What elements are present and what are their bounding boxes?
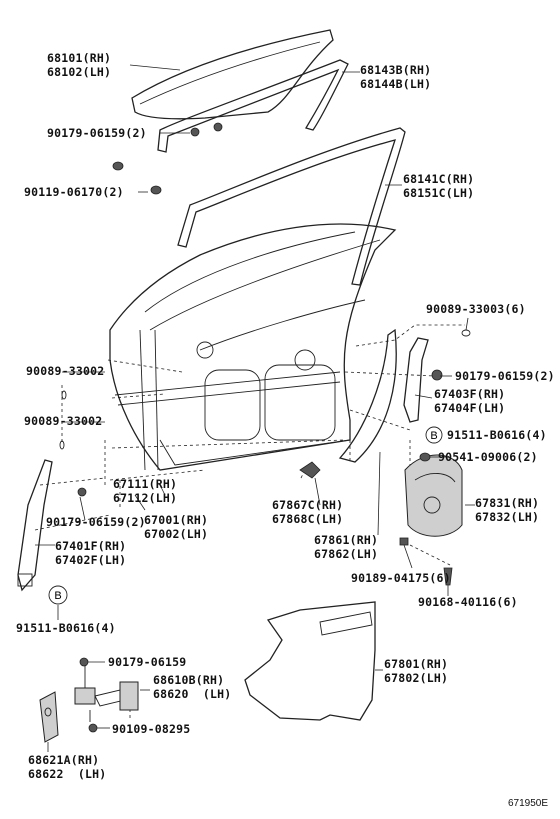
label-68101-68102: 68101(RH) 68102(LH) — [47, 51, 112, 79]
label-90089-33003: 90089-33003(6) — [426, 302, 526, 316]
channel-67401F — [17, 459, 53, 592]
label-90179-06159-2-right: 90179-06159(2) — [455, 369, 555, 383]
label-90109-08295: 90109-08295 — [112, 722, 191, 736]
cover-68621A — [39, 691, 59, 743]
trim-board-67801 — [244, 601, 376, 721]
label-67801-67802: 67801(RH) 67802(LH) — [384, 657, 449, 685]
grommet-90089-33003 — [461, 329, 471, 337]
glass-run-68143B — [157, 59, 349, 153]
label-91511-B0616-right: 91511-B0616(4) — [447, 428, 547, 442]
weatherstrip-67861 — [338, 328, 397, 463]
inner-panel-67111 — [139, 329, 159, 471]
channel-67403F — [403, 337, 429, 423]
label-90089-33002-b: 90089-33002 — [24, 414, 103, 428]
clip-90179-06159-top — [190, 122, 223, 137]
bolt-90119-06170 — [112, 161, 162, 195]
clip-90179-06159-left — [77, 487, 87, 497]
label-68143B-68144B: 68143B(RH) 68144B(LH) — [360, 63, 432, 91]
label-67001-67002: 67001(RH) 67002(LH) — [144, 513, 209, 541]
screw-90189-04175 — [399, 537, 409, 546]
bolt-90179-06159-bottom — [79, 657, 89, 667]
bracket-67831 — [404, 454, 463, 537]
label-90168-40116: 90168-40116(6) — [418, 595, 518, 609]
label-90179-06159-2-top: 90179-06159(2) — [47, 126, 147, 140]
label-leader-lines — [35, 64, 475, 752]
label-90179-06159-bottom: 90179-06159 — [108, 655, 187, 669]
label-68141C-68151C: 68141C(RH) 68151C(LH) — [403, 172, 475, 200]
label-90179-06159-2-left: 90179-06159(2) — [46, 515, 146, 529]
door-glass-68101 — [131, 29, 334, 120]
screw-90168-40116 — [443, 567, 453, 586]
clip-67867C — [299, 461, 321, 479]
label-67861-67862: 67861(RH) 67862(LH) — [314, 533, 379, 561]
label-67831-67832: 67831(RH) 67832(LH) — [475, 496, 540, 524]
label-91511-B0616-left: 91511-B0616(4) — [16, 621, 116, 635]
label-67111-67112: 67111(RH) 67112(LH) — [113, 477, 178, 505]
label-90189-04175: 90189-04175(6) — [351, 571, 451, 585]
clip-90541-09006 — [419, 452, 431, 462]
label-67867C-67868C: 67867C(RH) 67868C(LH) — [272, 498, 344, 526]
label-67401F-67402F: 67401F(RH) 67402F(LH) — [55, 539, 127, 567]
bolt-90109-08295 — [88, 723, 98, 733]
label-90541-09006: 90541-09006(2) — [438, 450, 538, 464]
grommet-90089-33002 — [59, 390, 67, 450]
callout-B-right-letter: B — [430, 430, 437, 442]
catalog-number: 671950E — [507, 798, 548, 809]
callout-B-left — [48, 585, 68, 605]
clip-90179-06159-right — [431, 369, 443, 381]
label-68610B-68620: 68610B(RH) 68620 (LH) — [153, 673, 232, 701]
label-68621A-68622: 68621A(RH) 68622 (LH) — [28, 753, 107, 781]
callout-B-left-letter: B — [54, 590, 61, 602]
label-67403F-67404F: 67403F(RH) 67404F(LH) — [434, 387, 506, 415]
label-90119-06170: 90119-06170(2) — [24, 185, 124, 199]
weatherstrip-68141C — [177, 127, 406, 286]
label-90089-33002-a: 90089-33002 — [26, 364, 105, 378]
callout-B-right — [425, 426, 443, 444]
door-check-68610B — [74, 660, 139, 722]
door-panel-67001 — [109, 223, 397, 471]
